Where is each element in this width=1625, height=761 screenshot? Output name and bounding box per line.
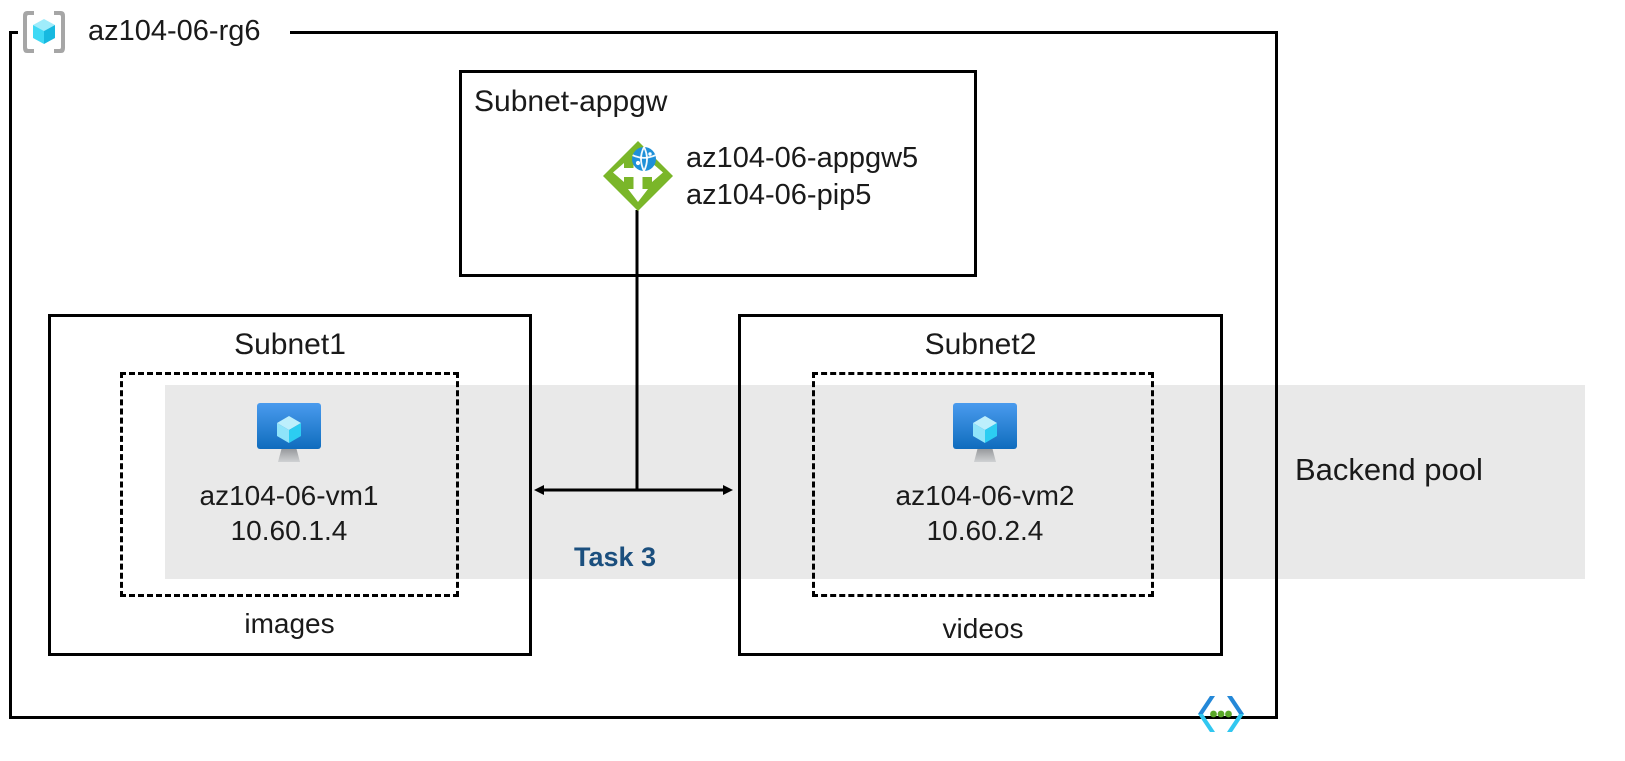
task-3-annotation: Task 3 [574, 542, 657, 572]
appgw-public-ip: az104-06-pip5 [686, 179, 872, 212]
subnet2-box [738, 314, 1223, 656]
virtual-network-icon [1195, 693, 1247, 735]
application-gateway-icon [600, 138, 676, 214]
subnet-appgw-title: Subnet-appgw [474, 85, 668, 118]
subnet2-title: Subnet2 [924, 328, 1037, 361]
subnet1-title: Subnet1 [234, 328, 346, 361]
subnet2-nic-boundary [812, 372, 1154, 597]
resource-group-name: az104-06-rg6 [88, 15, 261, 47]
resource-group-icon [20, 8, 68, 56]
resource-group-boundary [9, 31, 1278, 719]
backend-pool-band [165, 385, 1585, 579]
vm1-name: az104-06-vm1 [199, 480, 379, 511]
vm2-node: az104-06-vm2 10.60.2.4 [865, 398, 1105, 548]
subnet1-box [48, 314, 532, 656]
appgw-name: az104-06-appgw5 [686, 142, 919, 174]
vm2-ip: 10.60.2.4 [926, 515, 1044, 546]
vm2-name: az104-06-vm2 [895, 480, 1075, 511]
application-gateway-labels: az104-06-appgw5 az104-06-pip5 [686, 140, 918, 214]
subnet2-footer: videos [942, 613, 1024, 644]
backend-pool-label: Backend pool [1295, 452, 1483, 487]
resource-group-label-gap [18, 24, 290, 40]
subnet-appgw-box [459, 70, 977, 277]
vm1-node: az104-06-vm1 10.60.1.4 [169, 398, 409, 548]
vm1-ip: 10.60.1.4 [230, 515, 348, 546]
virtual-machine-icon [949, 398, 1021, 468]
virtual-machine-icon [253, 398, 325, 468]
subnet1-nic-boundary [120, 372, 459, 597]
subnet1-footer: images [244, 608, 335, 639]
